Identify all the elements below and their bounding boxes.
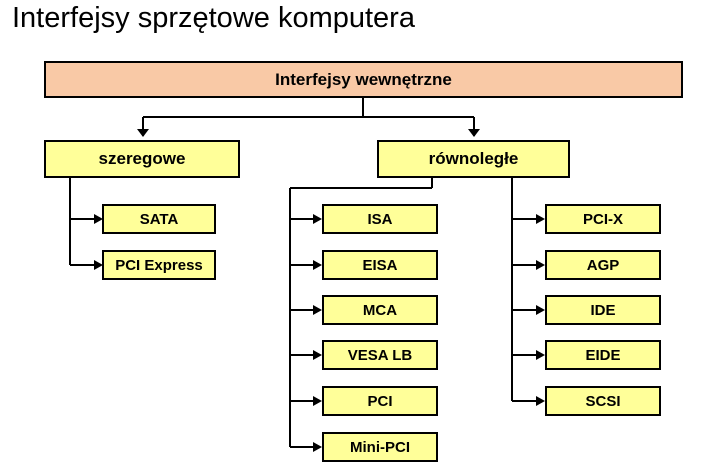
leaf-vesa-lb: VESA LB <box>322 340 438 370</box>
leaf-pci: PCI <box>322 386 438 416</box>
leaf-eide: EIDE <box>545 340 661 370</box>
arrow-to-rownolegle <box>468 129 480 137</box>
arrow-to-isa <box>313 214 322 224</box>
leaf-pci-express: PCI Express <box>102 250 216 280</box>
arrow-to-agp <box>536 260 545 270</box>
root-node: Interfejsy wewnętrzne <box>44 61 683 98</box>
arrow-to-sata <box>94 214 103 224</box>
leaf-pci-x: PCI-X <box>545 204 661 234</box>
leaf-ide: IDE <box>545 295 661 325</box>
arrow-to-mini-pci <box>313 442 322 452</box>
arrow-to-eisa <box>313 260 322 270</box>
slide-title: Interfejsy sprzętowe komputera <box>12 2 415 34</box>
arrow-to-szeregowe <box>137 129 149 137</box>
leaf-eisa: EISA <box>322 250 438 280</box>
arrow-to-pci <box>313 396 322 406</box>
arrow-to-mca <box>313 305 322 315</box>
category-szeregowe: szeregowe <box>44 140 240 178</box>
leaf-scsi: SCSI <box>545 386 661 416</box>
leaf-sata: SATA <box>102 204 216 234</box>
leaf-agp: AGP <box>545 250 661 280</box>
leaf-mini-pci: Mini-PCI <box>322 432 438 462</box>
arrow-to-eide <box>536 350 545 360</box>
category-rownolegle: równoległe <box>377 140 570 178</box>
arrow-to-pci-express <box>94 260 103 270</box>
arrow-to-scsi <box>536 396 545 406</box>
arrow-to-ide <box>536 305 545 315</box>
arrow-to-vesa-lb <box>313 350 322 360</box>
leaf-isa: ISA <box>322 204 438 234</box>
leaf-mca: MCA <box>322 295 438 325</box>
arrow-to-pci-x <box>536 214 545 224</box>
